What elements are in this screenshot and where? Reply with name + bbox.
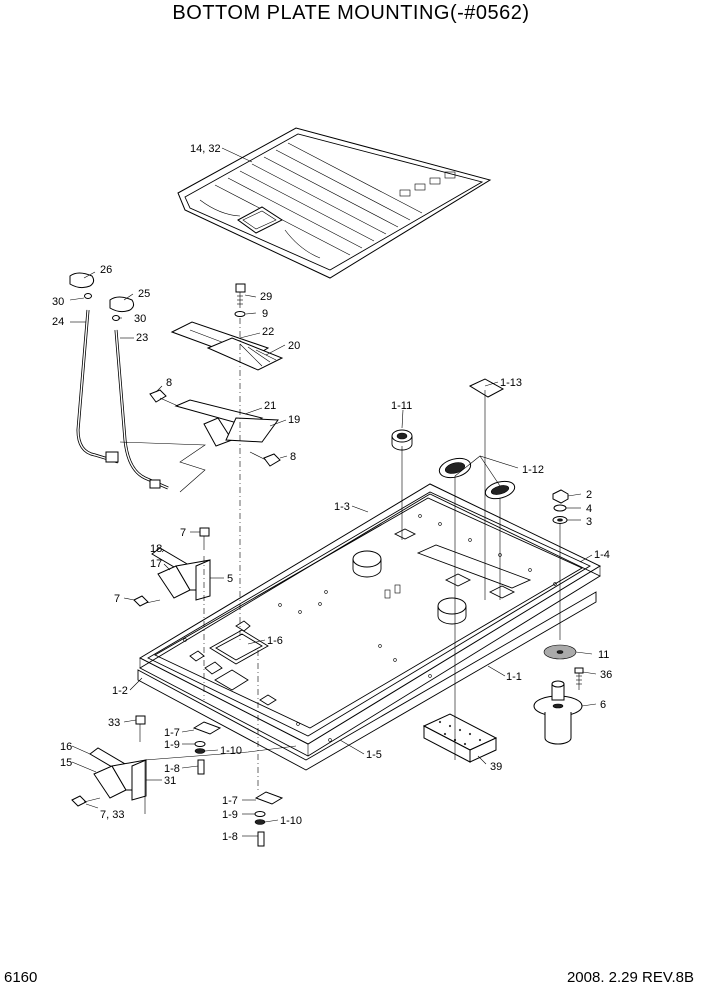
callout-22: 22: [262, 326, 274, 338]
callout-36: 36: [600, 669, 612, 681]
callout-1-7b: 1-7: [222, 795, 238, 807]
callout-1-8a: 1-8: [164, 763, 180, 775]
nut-washer-stack: [552, 489, 569, 524]
callout-1-7a: 1-7: [164, 727, 180, 739]
callout-8b: 8: [290, 451, 296, 463]
callout-5: 5: [227, 573, 233, 585]
page-number: 6160: [4, 969, 38, 986]
pedal-bracket-21: [174, 399, 279, 447]
callout-23: 23: [136, 332, 148, 344]
pedal-bolt-8b: [249, 451, 281, 467]
callout-1-5: 1-5: [366, 749, 382, 761]
callout-9: 9: [262, 308, 268, 320]
callout-labels: 14, 32 26 30 25 30 24 23 29 9 22 20 8 21…: [52, 143, 612, 843]
bottom-plate-frame: [138, 483, 602, 757]
callout-8a: 8: [166, 377, 172, 389]
callout-11: 11: [598, 649, 609, 661]
callout-1-12: 1-12: [522, 464, 544, 476]
callout-1-6: 1-6: [267, 635, 283, 647]
lever-rod-23: [114, 329, 169, 490]
cover-plate-part: [468, 378, 505, 398]
pedal-bracket-15: [93, 759, 147, 801]
callout-20: 20: [288, 340, 300, 352]
callout-2: 2: [586, 489, 592, 501]
callout-39: 39: [490, 761, 502, 773]
bolt-7-33: [71, 795, 101, 807]
lower-frame: [137, 591, 597, 771]
callout-3: 3: [586, 516, 592, 528]
mount-pad-part: [543, 644, 577, 660]
bolt-7-upper: [199, 527, 210, 550]
pedal-pad-20: [206, 337, 284, 371]
callout-1-11: 1-11: [391, 400, 412, 412]
foam-block-part: [422, 713, 498, 763]
damper-mount-part: [533, 680, 583, 745]
callout-14-32: 14, 32: [190, 143, 221, 155]
callout-7a: 7: [180, 527, 186, 539]
callout-26: 26: [100, 264, 112, 276]
callout-7b: 7: [114, 593, 120, 605]
callout-25: 25: [138, 288, 150, 300]
page-title: BOTTOM PLATE MOUNTING(-#0562): [172, 2, 530, 24]
clamp-1-7-lower: [254, 791, 284, 847]
callout-1-2: 1-2: [112, 685, 128, 697]
callout-16: 16: [60, 741, 72, 753]
callout-4: 4: [586, 503, 592, 515]
rubber-seal-part: [438, 457, 516, 500]
callout-31: 31: [164, 775, 176, 787]
grommet-part: [391, 429, 413, 451]
bolt-7-lower: [133, 595, 161, 607]
bolt-29: [234, 283, 246, 317]
pedal-bracket-17: [157, 559, 211, 601]
callout-1-1: 1-1: [506, 671, 522, 683]
leader-lines: [69, 147, 597, 837]
callout-1-9a: 1-9: [164, 739, 180, 751]
callout-6: 6: [600, 699, 606, 711]
callout-1-4: 1-4: [594, 549, 610, 561]
callout-1-10b: 1-10: [280, 815, 302, 827]
callout-33: 33: [108, 717, 120, 729]
callout-7-33: 7, 33: [100, 809, 124, 821]
callout-21: 21: [264, 400, 276, 412]
revision-date: 2008. 2.29 REV.8B: [566, 969, 694, 986]
callout-17: 17: [150, 558, 162, 570]
knob-25: [109, 296, 135, 321]
callout-24: 24: [52, 316, 64, 328]
callout-1-9b: 1-9: [222, 809, 238, 821]
callout-1-13: 1-13: [500, 377, 522, 389]
floor-mat-part: [177, 127, 492, 279]
lever-rod-24: [76, 309, 119, 464]
bolt-part-36: [574, 667, 584, 690]
callout-30b: 30: [134, 313, 146, 325]
callout-15: 15: [60, 757, 72, 769]
callout-30a: 30: [52, 296, 64, 308]
callout-1-3: 1-3: [334, 501, 350, 513]
bolt-33: [135, 715, 146, 742]
knob-26: [69, 272, 95, 299]
pedal-bolt-8: [149, 389, 179, 407]
callout-1-10a: 1-10: [220, 745, 242, 757]
frame-mounting-holes: [183, 514, 557, 742]
callout-19: 19: [288, 414, 300, 426]
callout-18: 18: [150, 543, 162, 555]
callout-1-8b: 1-8: [222, 831, 238, 843]
callout-29: 29: [260, 291, 272, 303]
